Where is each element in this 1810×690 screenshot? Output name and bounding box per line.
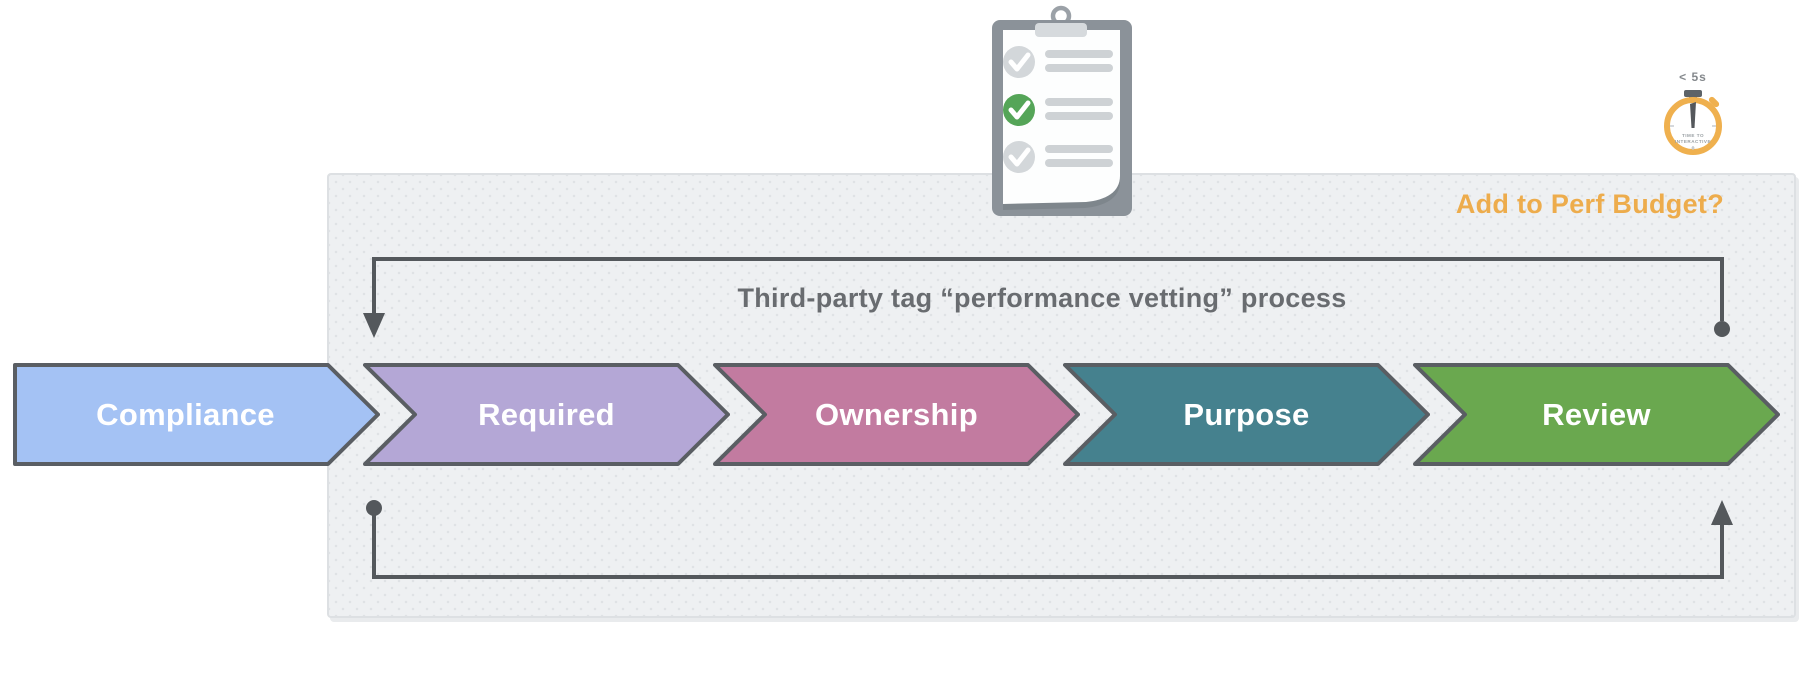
clipboard-checklist-icon	[992, 5, 1132, 216]
step-label-required: Required	[478, 396, 615, 432]
step-label-ownership: Ownership	[815, 396, 978, 432]
step-compliance: Compliance	[13, 363, 380, 466]
process-title: Third-party tag “performance vetting” pr…	[737, 283, 1347, 313]
chevron-shape-purpose	[1063, 363, 1430, 466]
chevron-shape-compliance	[13, 363, 380, 466]
dial-text-line1: TIME TO	[1682, 133, 1704, 138]
chevron-shape-required	[363, 363, 730, 466]
perf-budget-question: Add to Perf Budget?	[1455, 189, 1724, 219]
check-circle-3	[1003, 141, 1035, 173]
step-label-compliance: Compliance	[96, 396, 275, 432]
time-to-interactive-stopwatch: < 5s TIME TO INTERACTIVE	[1648, 70, 1738, 164]
checklist-rows	[1003, 46, 1113, 173]
chevron-shape-ownership	[713, 363, 1080, 466]
step-purpose: Purpose	[1063, 363, 1430, 466]
step-ownership: Ownership	[713, 363, 1080, 466]
step-label-purpose: Purpose	[1183, 396, 1310, 432]
check-circle-1	[1003, 46, 1035, 78]
chevron-shape-review	[1413, 363, 1780, 466]
step-required: Required	[363, 363, 730, 466]
check-circle-2	[1003, 94, 1035, 126]
stopwatch-needle	[1690, 102, 1696, 128]
stopwatch-caption: < 5s	[1679, 70, 1707, 84]
stopwatch-icon: TIME TO INTERACTIVE	[1664, 90, 1722, 155]
step-review: Review	[1413, 363, 1780, 466]
step-label-review: Review	[1542, 396, 1651, 432]
clipboard-clip	[1035, 23, 1087, 37]
dial-text-line2: INTERACTIVE	[1675, 139, 1711, 144]
